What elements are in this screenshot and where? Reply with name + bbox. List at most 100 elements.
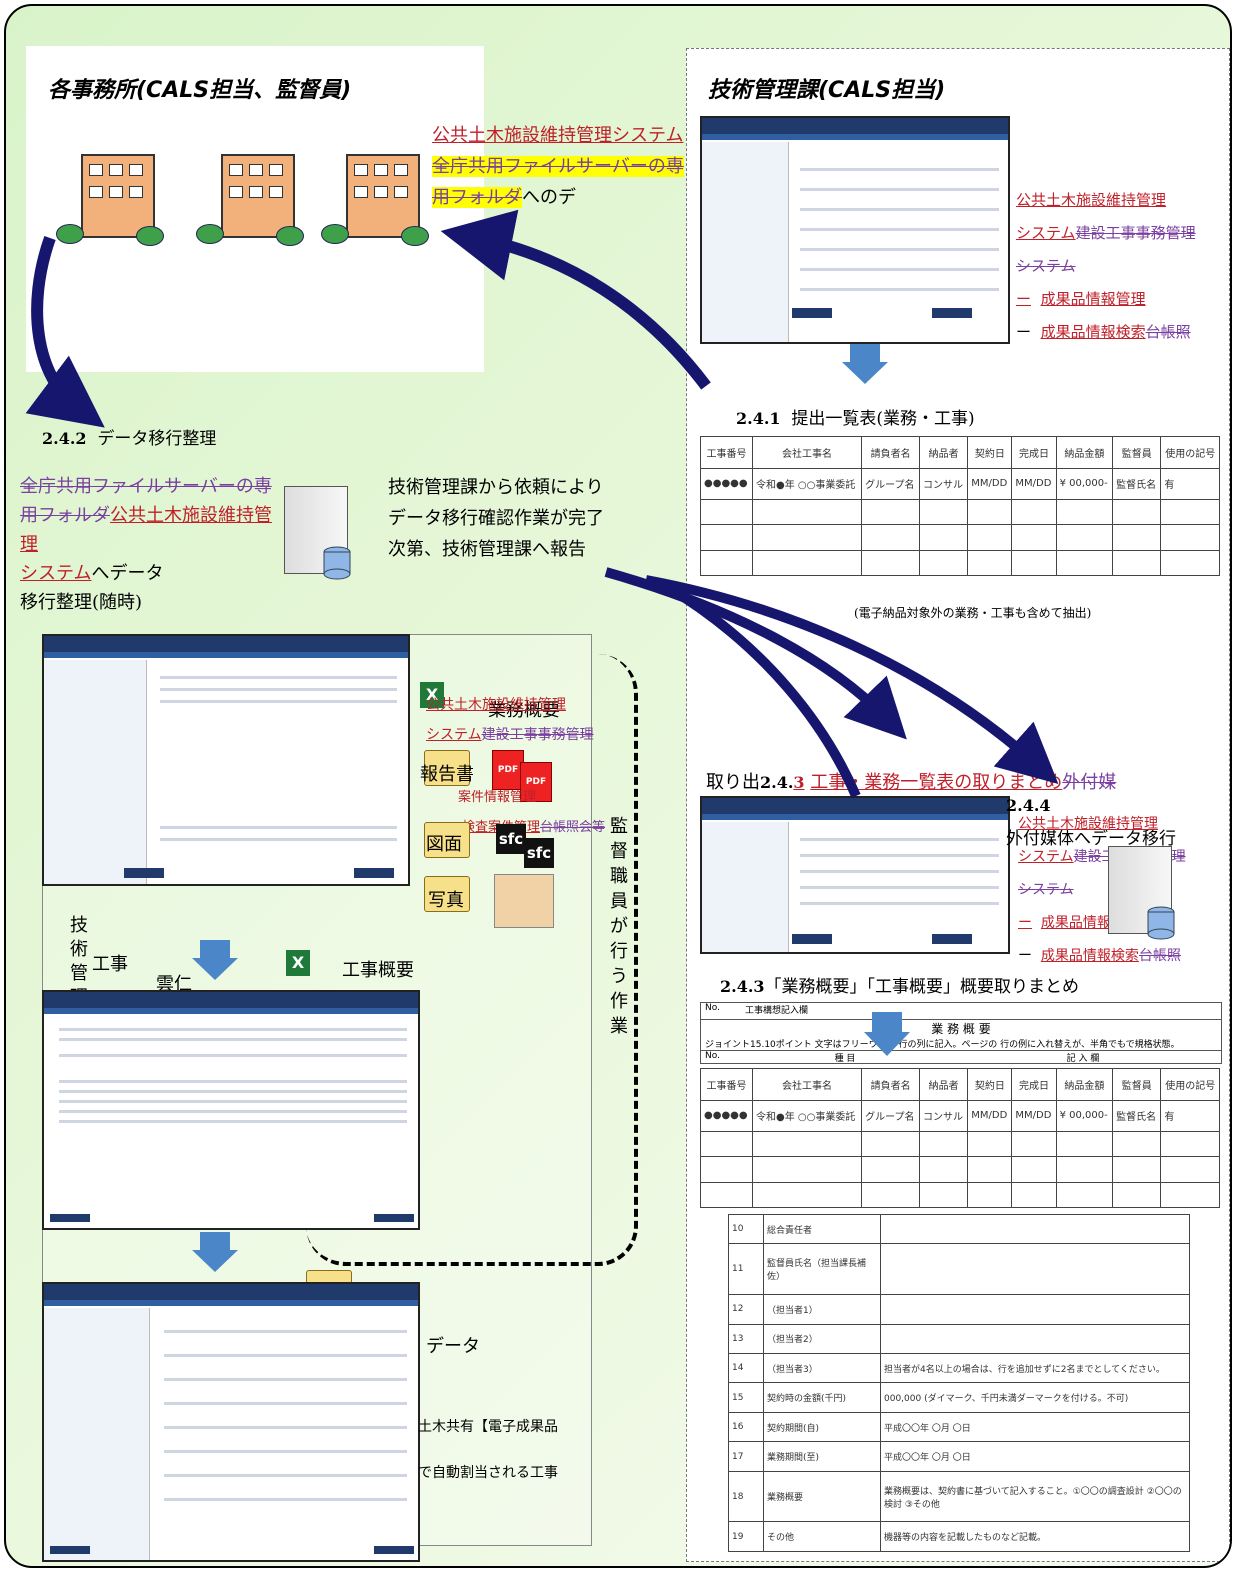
- extract-note: (電子納品対象外の業務・工事も含めて抽出): [854, 606, 1092, 620]
- migration-tail-1: へデータ: [91, 563, 164, 584]
- report-text: 技術管理課から依頼により データ移行確認作業が完了 次第、技術管理課へ報告: [388, 472, 604, 565]
- overlay-line4b: 台帳照会等: [540, 820, 606, 835]
- outline-cell-no: 17: [728, 1441, 764, 1472]
- section-243a-ins: 工事・業務一覧表の取りまとめ: [810, 772, 1063, 793]
- section-243b-number: 2.4.3: [720, 977, 765, 996]
- outline-doc-col-content: 記 入 欄: [1066, 1054, 1100, 1064]
- summary-cell: 有: [1160, 1099, 1220, 1133]
- summary-cell: 有: [1160, 467, 1220, 501]
- section-242-label: データ移行整理: [97, 429, 217, 449]
- system-screenshot-left-2: [42, 990, 420, 1230]
- mid-system-list: 公共土木施設維持管理 システム建設工事事務管理 システム ー 成果品情報管理 ー…: [1018, 808, 1230, 973]
- overlay-line2a: システム: [426, 727, 482, 743]
- outline-doc-col-item: 種 目: [834, 1054, 856, 1064]
- outline-cell-no: 13: [728, 1323, 764, 1355]
- right-system-line2c: システム: [1016, 257, 1076, 275]
- section-243b: 2.4.3「業務概要」「工事概要」概要取りまとめ: [720, 972, 1079, 997]
- outline-row: 12（担当者1）: [728, 1294, 1190, 1325]
- database-icon-2: [1147, 906, 1175, 940]
- summary-cell: グループ名: [861, 467, 921, 501]
- folder-report-icon: [424, 750, 470, 786]
- diagram-frame: 各事務所(CALS担当、監督員) 公共土木施設維持管理システム全庁共用ファイルサ…: [4, 4, 1232, 1568]
- summary-cell: 監督氏名: [1112, 467, 1162, 501]
- migration-fileserver: 全庁共用ファイルサーバーの専用フォルダ: [20, 476, 272, 526]
- section-243a-num: 2.4.: [760, 773, 794, 792]
- sfc-icon-2: sfc: [524, 838, 554, 868]
- business-label: 業務概要: [488, 700, 560, 721]
- mid-system-line3-dash: ー: [1018, 915, 1032, 931]
- outline-cell-value: [880, 1243, 1190, 1296]
- outline-cell-label: 契約時の金額(千円): [763, 1382, 881, 1413]
- overlay-system: 公共土木施設維持管理 システム建設工事事務管理: [426, 690, 594, 750]
- system-screenshot-left-1: [42, 634, 410, 886]
- right-system-line4-del: 台帳照: [1145, 323, 1191, 341]
- right-system-line3: 成果品情報管理: [1040, 290, 1146, 308]
- outline-cell-label: （担当者2）: [763, 1323, 881, 1355]
- folder-photo-icon: [424, 876, 470, 912]
- summary-cell: コンサル: [919, 467, 969, 501]
- vertical-supervisor-label: 監督職員が行う作業: [610, 816, 628, 1037]
- summary-cell: 令和●年 ○○事業委託: [751, 467, 863, 501]
- summary-empty-row: [700, 1181, 1220, 1209]
- summary-header-cell: 会社工事名: [751, 1068, 863, 1101]
- summary-header-cell: 監督員: [1112, 1068, 1162, 1101]
- section-244-number: 2.4.4: [1006, 796, 1051, 815]
- summary-header-cell: 監督員: [1112, 436, 1162, 469]
- outline-cell-label: （担当者3）: [763, 1353, 881, 1384]
- outline-cell-value: 平成〇〇年 〇月 〇日: [880, 1411, 1190, 1443]
- section-243a: 取り出2.4.3 工事・業務一覧表の取りまとめ外付媒: [706, 768, 1116, 794]
- construction-folder-label: 工事: [92, 954, 128, 975]
- summary-cell: MM/DD: [967, 467, 1013, 501]
- mid-system-line1: 公共土木施設維持管理: [1018, 816, 1158, 832]
- summary-header-cell: 工事番号: [700, 436, 753, 469]
- mid-system-line4: 成果品情報検索: [1040, 948, 1139, 964]
- outline-cell-label: 契約期間(自): [763, 1411, 881, 1443]
- right-system-line1: 公共土木施設維持管理: [1016, 191, 1167, 209]
- outline-doc-header: No.工事構想記入欄 業 務 概 要 ジョイント15.10ポイント 文字はフリー…: [700, 1002, 1222, 1064]
- summary-cell: ¥ 00,000-: [1055, 467, 1114, 501]
- summary-table-1: 工事番号会社工事名請負者名納品者契約日完成日納品金額監督員使用の記号●●●●●令…: [700, 436, 1220, 577]
- mid-system-line4-del: 台帳照: [1138, 948, 1181, 964]
- summary-header-cell: 工事番号: [700, 1068, 753, 1101]
- down-arrow-3: [192, 1232, 238, 1272]
- cloud-folder-label: 雲仁: [156, 974, 192, 995]
- outline-cell-no: 12: [728, 1294, 764, 1325]
- summary-empty-row: [700, 499, 1220, 526]
- down-arrow-1: [842, 344, 888, 384]
- top-note-tail: へのデ: [522, 187, 576, 208]
- outline-doc-header-label: 工事構想記入欄: [745, 1006, 809, 1016]
- section-243a-prefix: 取り出: [706, 772, 760, 793]
- top-note: 公共土木施設維持管理システム全庁共用ファイルサーバーの専用フォルダへのデ: [432, 120, 694, 213]
- summary-header-cell: 会社工事名: [751, 436, 863, 469]
- outline-cell-no: 19: [728, 1521, 764, 1552]
- photo-label: 写真: [428, 890, 464, 911]
- outline-cell-label: 業務概要: [763, 1470, 881, 1523]
- report-label: 報告書: [420, 764, 474, 785]
- section-244-label: 外付媒体へデータ移行: [1006, 829, 1176, 849]
- migration-system-2: システム: [20, 563, 92, 584]
- summary-header-cell: 請負者名: [861, 1068, 921, 1101]
- summary-empty-row: [700, 1156, 1220, 1183]
- outline-row: 14（担当者3）担当者が4名以上の場合は、行を追加せずに2名までとしてください。: [728, 1353, 1190, 1384]
- database-icon: [323, 546, 351, 580]
- summary-cell: ¥ 00,000-: [1055, 1099, 1114, 1133]
- summary-cell: MM/DD: [1011, 1099, 1057, 1133]
- summary-cell: ●●●●●: [700, 467, 753, 501]
- mid-system-line2a: システム: [1018, 849, 1074, 865]
- outline-cell-no: 15: [728, 1382, 764, 1413]
- outline-cell-label: 業務期間(至): [763, 1441, 881, 1472]
- section-243b-label: 「業務概要」「工事概要」概要取りまとめ: [764, 977, 1080, 997]
- summary-header-cell: 納品者: [919, 1068, 969, 1101]
- excel-icon-construction: X: [286, 950, 310, 976]
- overlay-line1: 公共土木施設維持管理: [426, 697, 566, 713]
- bottom-text-1: 土木共有【電子成果品: [418, 1419, 558, 1435]
- overlay-line2b: 建設工事事務管理: [481, 727, 594, 743]
- supervisor-boundary: [306, 654, 638, 1266]
- summary-table-2: 工事番号会社工事名請負者名納品者契約日完成日納品金額監督員使用の記号●●●●●令…: [700, 1068, 1220, 1209]
- right-system-line4-dash: ー: [1016, 323, 1032, 341]
- system-screenshot-left-3: [42, 1282, 420, 1562]
